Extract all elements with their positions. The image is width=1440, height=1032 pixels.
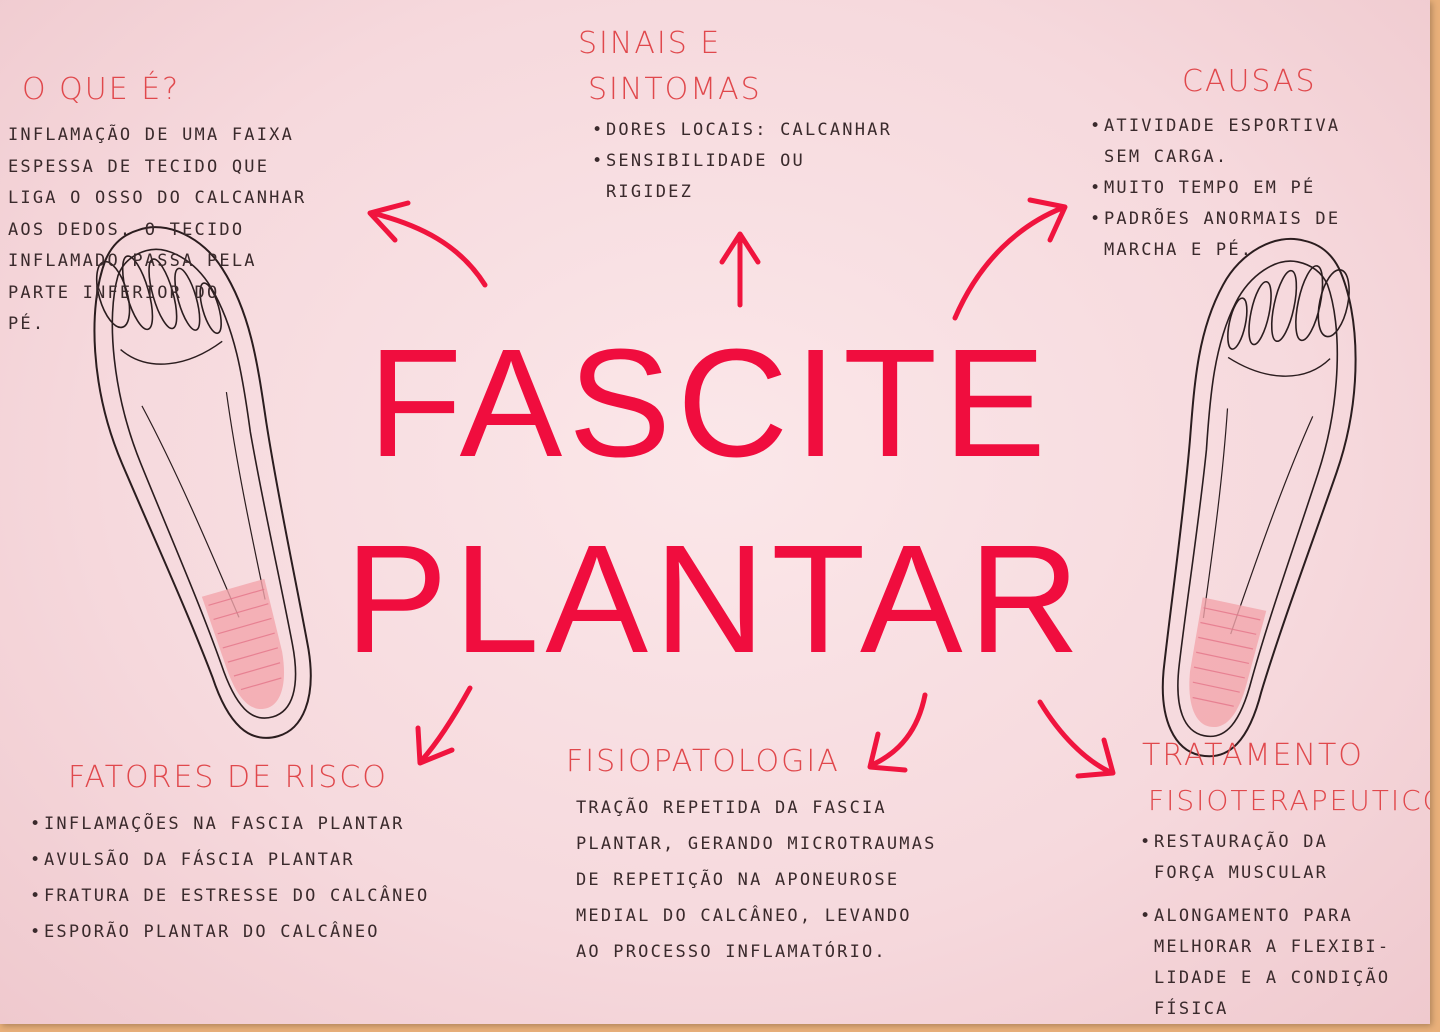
tratamento-heading-line-1: TRATAMENTO — [1142, 738, 1364, 773]
list-item: FRATURA DE ESTRESSE DO CALCÂNEO — [30, 878, 429, 914]
o-que-e-line: INFLAMAÇÃO DE UMA FAIXA — [8, 125, 295, 145]
fisiopatologia-line: TRAÇÃO REPETIDA DA FASCIA — [576, 798, 887, 818]
sinais-heading-line-1: SINAIS E — [578, 26, 722, 61]
title-line-1: FASCITE — [368, 317, 1052, 489]
list-item: AVULSÃO DA FÁSCIA PLANTAR — [30, 842, 429, 878]
list-item: DORES LOCAIS: CALCANHAR — [592, 120, 892, 151]
causas-heading: CAUSAS — [1182, 64, 1317, 99]
title-line-2: PLANTAR — [345, 513, 1086, 685]
tratamento-list: RESTAURAÇÃO DA FORÇA MUSCULAR ALONGAMENT… — [1140, 832, 1390, 1024]
list-item: ATIVIDADE ESPORTIVA SEM CARGA. — [1090, 116, 1340, 178]
o-que-e-line: INFLAMADO PASSA PELA — [8, 251, 257, 271]
o-que-e-line: PARTE INFERIOR DO — [8, 282, 220, 303]
o-que-e-heading: O QUE É? — [22, 72, 181, 107]
list-item: PADRÕES ANORMAIS DE MARCHA E PÉ. — [1090, 209, 1340, 271]
fisiopatologia-line: MEDIAL DO CALCÂNEO, LEVANDO — [576, 906, 912, 926]
fatores-heading: FATORES DE RISCO — [68, 760, 388, 795]
list-item: INFLAMAÇÕES NA FASCIA PLANTAR — [30, 806, 429, 842]
fisiopatologia-line: AO PROCESSO INFLAMATÓRIO. — [576, 942, 887, 962]
o-que-e-line: PÉ. — [8, 314, 46, 334]
o-que-e-line: AOS DEDOS. O TECIDO — [8, 219, 245, 240]
arrow-to-o-que-e — [367, 200, 488, 288]
sinais-list: DORES LOCAIS: CALCANHAR SENSIBILIDADE OU… — [592, 120, 892, 213]
fisiopatologia-heading: FISIOPATOLOGIA — [566, 744, 840, 779]
arrow-to-causas — [952, 197, 1068, 321]
arrow-to-sinais — [719, 231, 761, 308]
fisiopatologia-description: TRAÇÃO REPETIDA DA FASCIA PLANTAR, GERAN… — [576, 790, 937, 970]
right-foot-drawing — [1116, 223, 1386, 773]
fisiopatologia-line: PLANTAR, GERANDO MICROTRAUMAS — [576, 834, 937, 854]
o-que-e-description: INFLAMAÇÃO DE UMA FAIXA ESPESSA DE TECID… — [8, 120, 306, 341]
list-item: SENSIBILIDADE OU RIGIDEZ — [592, 151, 892, 213]
fisiopatologia-line: DE REPETIÇÃO NA APONEUROSE — [576, 870, 900, 890]
arrow-to-fisiopatologia — [867, 692, 928, 773]
sinais-heading-line-2: SINTOMAS — [588, 72, 762, 107]
list-item: ALONGAMENTO PARA MELHORAR A FLEXIBI- LID… — [1140, 906, 1390, 1024]
o-que-e-line: ESPESSA DE TECIDO QUE — [8, 156, 270, 177]
list-item: ESPORÃO PLANTAR DO CALCÂNEO — [30, 914, 429, 950]
tratamento-heading-line-2: FISIOTERAPEUTICO — [1148, 784, 1430, 817]
fatores-list: INFLAMAÇÕES NA FASCIA PLANTAR AVULSÃO DA… — [30, 806, 429, 950]
arrow-to-tratamento — [1037, 699, 1116, 779]
list-item: RESTAURAÇÃO DA FORÇA MUSCULAR — [1140, 832, 1390, 894]
list-item: MUITO TEMPO EM PÉ — [1090, 178, 1340, 209]
o-que-e-line: LIGA O OSSO DO CALCANHAR — [8, 188, 307, 208]
arrow-to-fatores — [415, 685, 473, 766]
causas-list: ATIVIDADE ESPORTIVA SEM CARGA. MUITO TEM… — [1090, 116, 1340, 271]
